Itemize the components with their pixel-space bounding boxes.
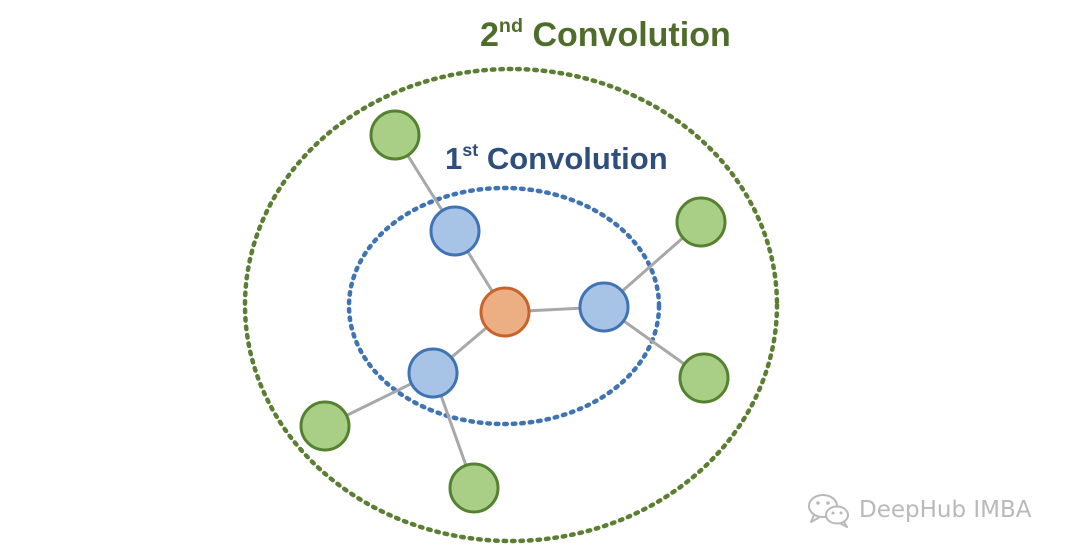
node-b2 (578, 281, 630, 333)
watermark: DeepHub IMBA (806, 492, 1032, 528)
wechat-icon (808, 494, 849, 528)
node-g3 (678, 352, 730, 404)
node-center (479, 286, 531, 338)
graph-nodes (299, 109, 730, 514)
node-g4 (299, 400, 351, 452)
node-g1 (369, 109, 421, 161)
second-convolution-number: 2 (480, 16, 499, 54)
second-convolution-title: 2nd Convolution (480, 14, 731, 54)
first-convolution-word: Convolution (478, 141, 668, 176)
node-g5 (448, 462, 500, 514)
first-convolution-ordinal: st (462, 140, 479, 161)
first-convolution-ring (346, 185, 662, 427)
node-b3 (407, 347, 459, 399)
first-convolution-title: 1st Convolution (445, 140, 668, 176)
node-g2 (675, 196, 727, 248)
second-convolution-ring (242, 66, 780, 544)
second-convolution-word: Convolution (523, 16, 731, 54)
watermark-text: DeepHub IMBA (859, 497, 1032, 523)
second-convolution-ordinal: nd (498, 14, 523, 37)
node-b1 (429, 205, 481, 257)
first-convolution-number: 1 (445, 141, 463, 176)
